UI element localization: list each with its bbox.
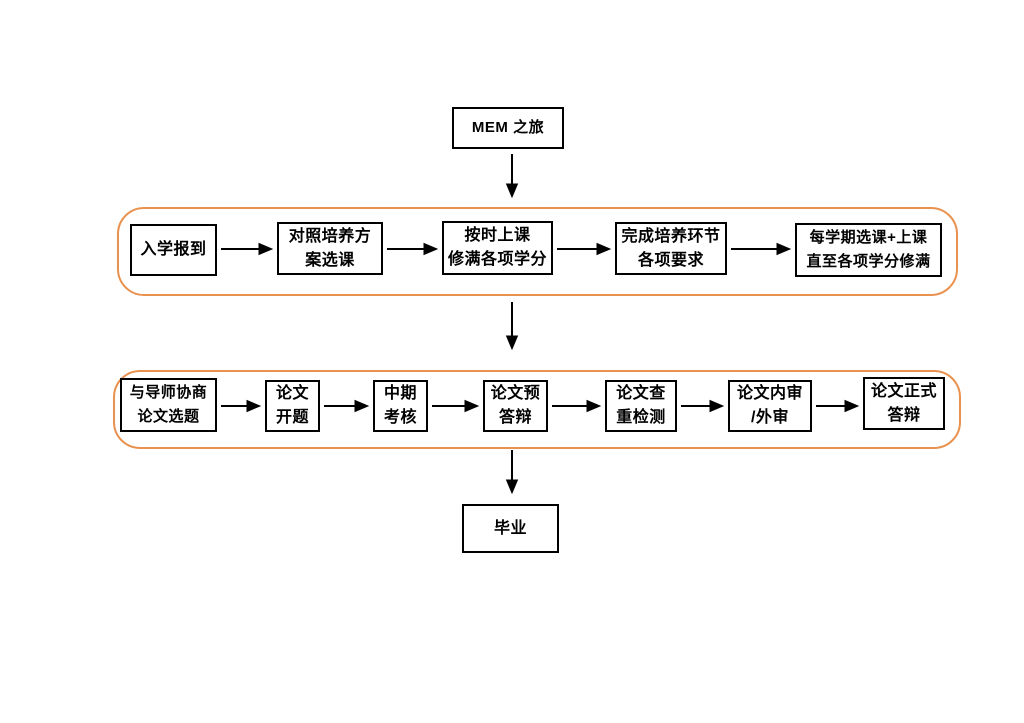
node-internal-external-review: 论文内审 /外审: [728, 380, 812, 432]
node-label-line: 答辩: [498, 409, 532, 426]
end-node-label: 毕业: [493, 519, 527, 537]
node-enrollment-registration: 入学报到: [130, 224, 217, 276]
node-pre-defense: 论文预 答辩: [483, 380, 548, 432]
node-label-line: 各项要求: [637, 251, 704, 269]
node-label-line: 考核: [383, 409, 417, 426]
node-label-line: 论文正式: [870, 382, 937, 400]
start-node-mem-journey: MEM 之旅: [452, 107, 564, 149]
node-label-line: 论文选题: [137, 408, 200, 425]
node-label-line: 与导师协商: [129, 384, 208, 401]
node-complete-training-requirements: 完成培养环节 各项要求: [615, 222, 727, 275]
stage1-container: [117, 207, 958, 296]
node-label-line: 按时上课: [464, 227, 531, 244]
end-node-graduation: 毕业: [462, 504, 559, 553]
node-label-line: 论文预: [490, 385, 541, 402]
node-label-line: 完成培养环节: [621, 227, 721, 245]
node-label-line: 每学期选课+上课: [809, 229, 928, 246]
node-label-line: 修满各项学分: [447, 251, 547, 268]
node-topic-with-advisor: 与导师协商 论文选题: [120, 378, 217, 432]
node-label-line: 入学报到: [140, 241, 207, 258]
node-label-line: 重检测: [616, 409, 666, 426]
node-thesis-proposal: 论文 开题: [265, 380, 320, 432]
node-label-line: 论文: [275, 385, 309, 402]
node-label-line: 对照培养方: [288, 227, 372, 245]
start-node-label: MEM 之旅: [471, 119, 545, 136]
stage2-container: [113, 370, 961, 449]
node-formal-defense: 论文正式 答辩: [863, 377, 945, 430]
node-select-courses-per-plan: 对照培养方 案选课: [277, 222, 383, 275]
node-label-line: 答辩: [887, 406, 921, 424]
node-repeat-until-credits-complete: 每学期选课+上课 直至各项学分修满: [795, 223, 942, 277]
node-label-line: 中期: [383, 385, 417, 402]
node-label-line: 论文查: [616, 385, 666, 402]
node-midterm-assessment: 中期 考核: [373, 380, 428, 432]
node-attend-classes-earn-credits: 按时上课 修满各项学分: [442, 221, 553, 275]
node-label-line: 论文内审: [736, 385, 803, 402]
node-label-line: 直至各项学分修满: [806, 253, 931, 270]
node-label-line: /外审: [751, 409, 789, 426]
node-label-line: 案选课: [305, 251, 355, 269]
node-label-line: 开题: [275, 409, 309, 426]
node-plagiarism-check: 论文查 重检测: [605, 380, 677, 432]
